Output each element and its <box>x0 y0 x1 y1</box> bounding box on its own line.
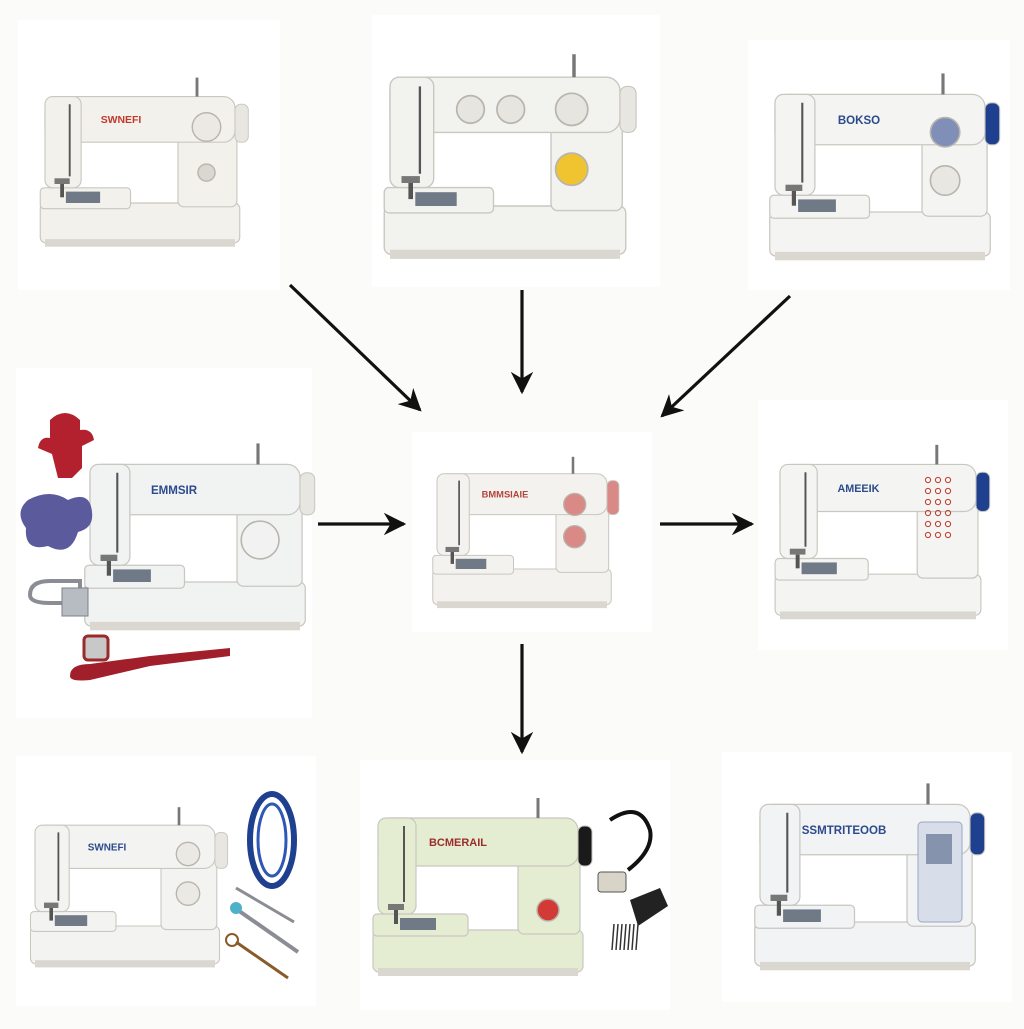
brand-label: BMMSIAIE <box>482 490 529 500</box>
brush-icon <box>630 888 668 926</box>
brand-label: BCMERAIL <box>429 837 487 849</box>
brand-label: BOKSO <box>838 115 880 127</box>
brand-label: SSMTRITEOOB <box>802 825 887 837</box>
stitch-pattern <box>924 531 932 539</box>
seam-ripper-icon <box>70 648 230 681</box>
stitch-pattern <box>934 498 942 506</box>
scissors-icon <box>235 940 289 980</box>
stitch-pattern <box>924 498 932 506</box>
stitch-pattern <box>934 487 942 495</box>
sewing-machine-icon: BMMSIAIE <box>432 456 620 609</box>
stitch-pattern <box>944 520 952 528</box>
stitch-pattern <box>944 498 952 506</box>
sewing-machine-icon: EMMSIR <box>84 443 316 631</box>
stitch-pattern <box>934 476 942 484</box>
stitch-pattern <box>934 531 942 539</box>
pin-cushion-icon <box>38 413 94 478</box>
stitch-pattern <box>924 476 932 484</box>
sewing-machine-icon: SWNEFI <box>29 807 229 968</box>
brand-label: SWNEFI <box>101 115 142 126</box>
presser-foot-pad-icon <box>20 494 93 550</box>
sewing-machine-icon: BOKSO <box>769 73 1001 261</box>
stitch-pattern <box>944 476 952 484</box>
stitch-pattern <box>944 487 952 495</box>
stitch-pattern <box>934 520 942 528</box>
sewing-machine-icon: SWNEFI <box>39 77 249 247</box>
arrow-icon <box>660 294 792 418</box>
stitch-pattern <box>944 531 952 539</box>
stitch-pattern <box>944 509 952 517</box>
tool-icon <box>235 886 295 924</box>
arrow-icon <box>288 283 422 412</box>
sewing-machine-icon <box>383 54 637 259</box>
bobbin-icon <box>247 791 297 889</box>
brand-label: SWNEFI <box>88 842 127 853</box>
stitch-pattern <box>934 509 942 517</box>
power-cord-icon <box>608 810 653 872</box>
brand-label: EMMSIR <box>151 485 198 497</box>
stitch-pattern <box>924 487 932 495</box>
brand-label: AMEEIK <box>837 483 879 495</box>
sewing-machine-icon: BCMERAIL <box>372 798 593 976</box>
stitch-pattern <box>924 520 932 528</box>
stitch-pattern <box>924 509 932 517</box>
